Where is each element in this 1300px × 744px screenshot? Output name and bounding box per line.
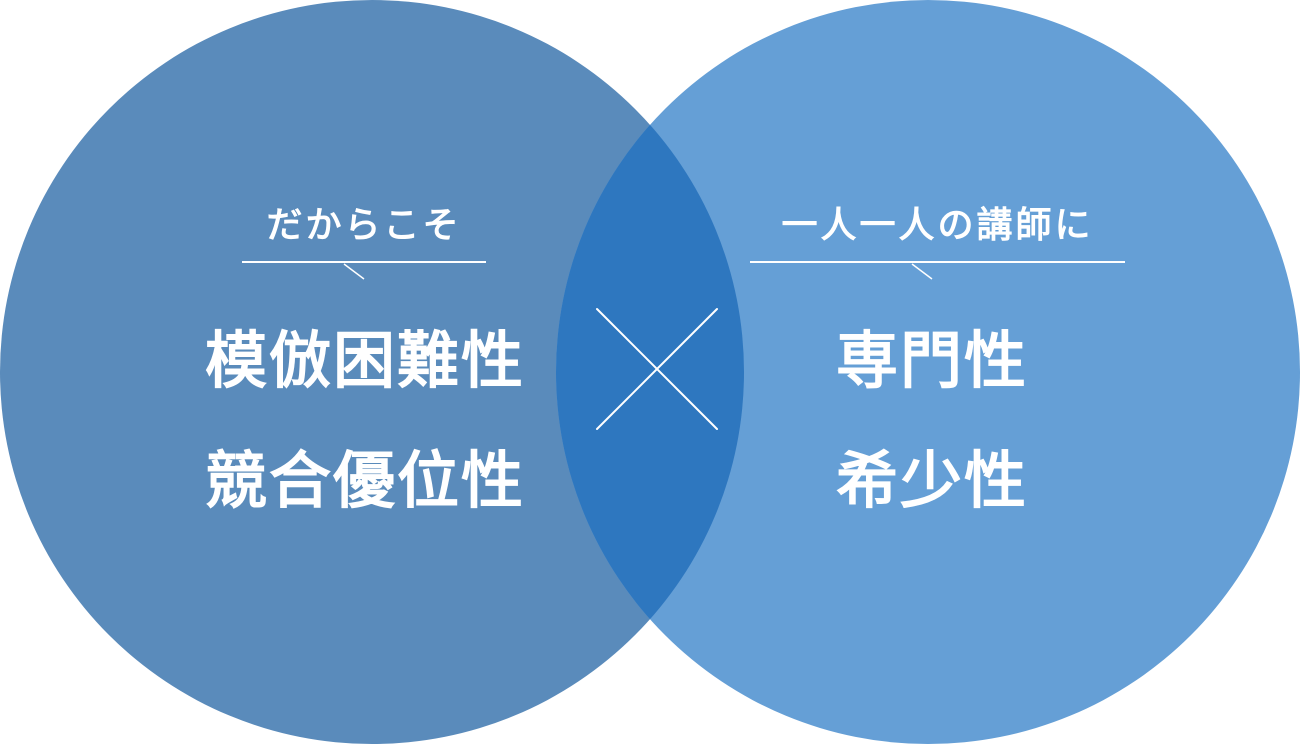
right-line-2: 希少性 (835, 444, 1028, 517)
left-caption-pointer (343, 263, 365, 280)
multiply-icon (596, 308, 718, 430)
left-caption: だからこそ (266, 205, 462, 246)
right-circle (556, 0, 1300, 744)
left-line-2: 競合優位性 (204, 444, 525, 517)
left-circle (0, 0, 744, 744)
right-caption-underline (750, 261, 1125, 263)
right-caption-pointer (911, 263, 933, 280)
right-line-1: 専門性 (835, 324, 1028, 397)
right-caption: 一人一人の講師に (781, 205, 1094, 246)
left-caption-underline (242, 261, 486, 263)
left-line-1: 模倣困難性 (204, 324, 525, 397)
